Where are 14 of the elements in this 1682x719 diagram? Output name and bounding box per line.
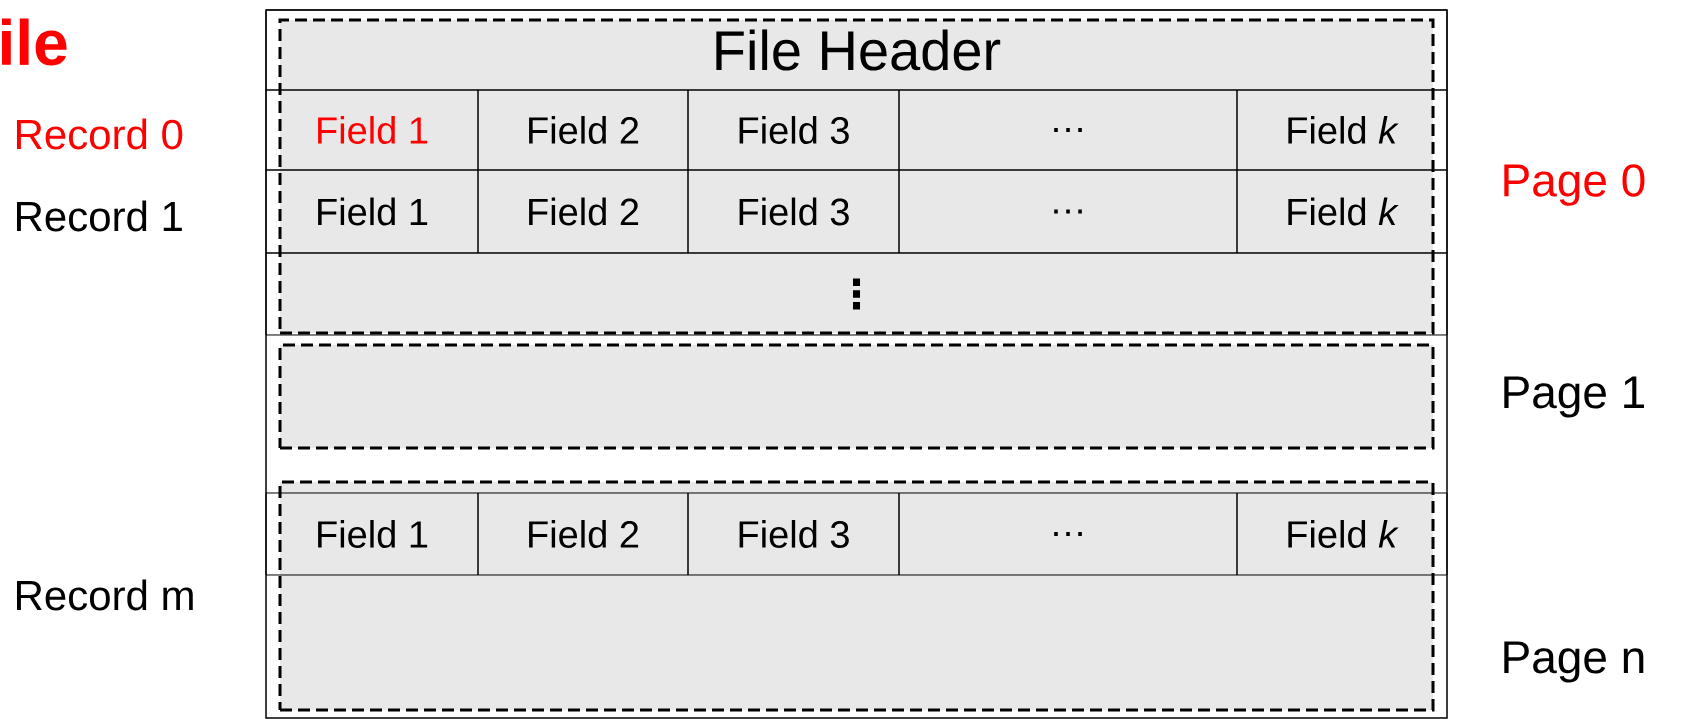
table-cell: Field k: [1236, 89, 1448, 171]
page-label: Page 1: [1504, 376, 1645, 418]
table-cell: Field k: [1236, 492, 1448, 576]
table-cell: Field 1: [265, 169, 479, 254]
table-cell: Field 1: [265, 492, 479, 576]
title-text: ile: [2, 18, 67, 66]
page-label: Page 0: [1504, 164, 1645, 206]
record-label: Record m: [17, 579, 193, 611]
page-label: Page n: [1504, 641, 1644, 683]
table-cell: Field k: [1236, 169, 1448, 254]
table-cell: Field 1: [265, 89, 479, 171]
record-label: Record 1: [17, 200, 182, 232]
header-cell: File Header: [265, 9, 1448, 91]
record-label: Record 0: [17, 118, 183, 150]
